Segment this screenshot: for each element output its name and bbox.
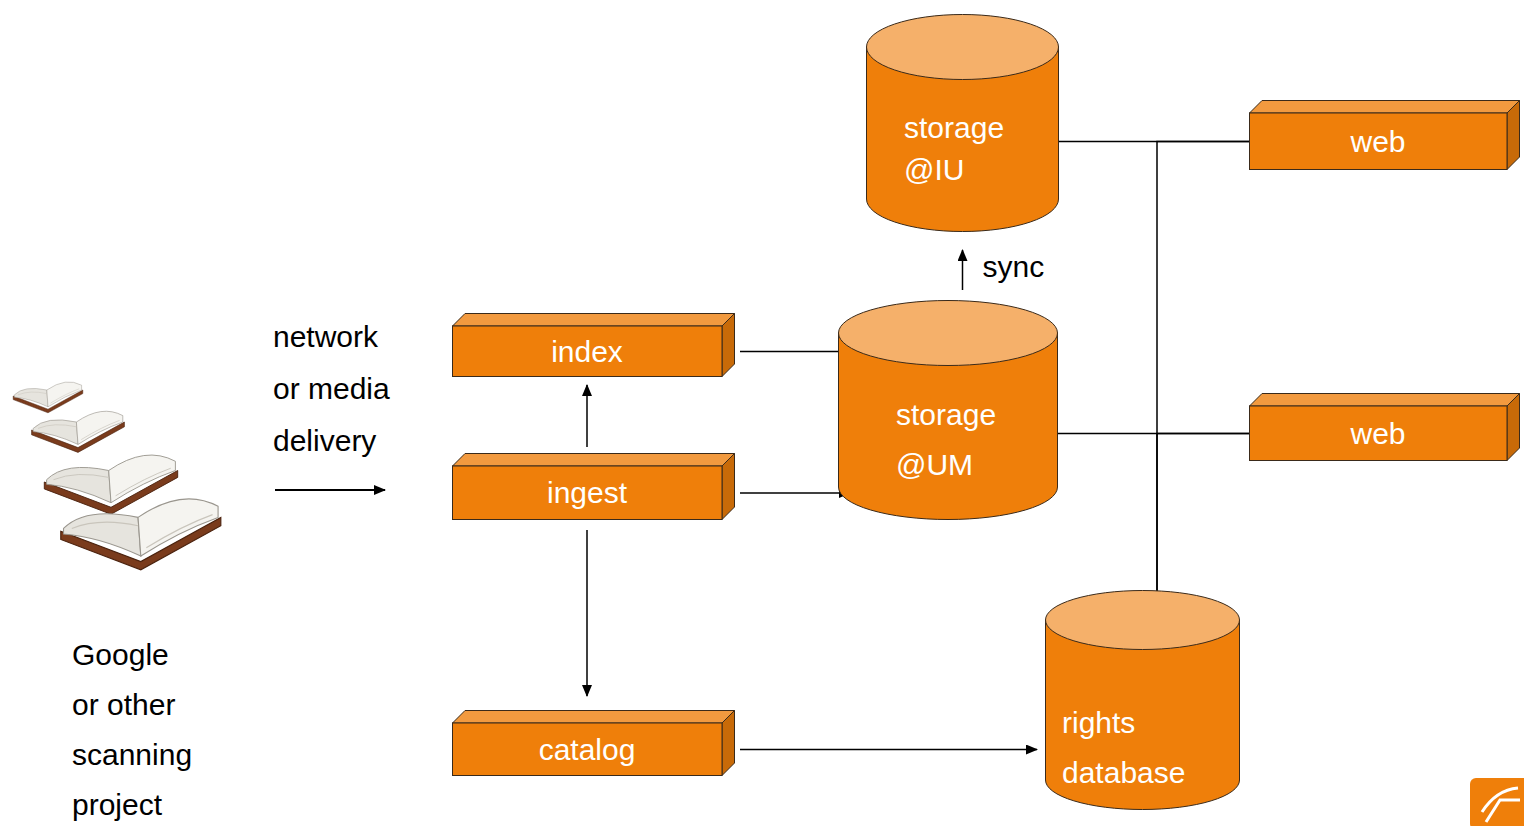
node-label: ingest (547, 476, 627, 510)
node-label: index (551, 335, 623, 369)
storage-cylinder: storage @IU (866, 14, 1059, 232)
process-box: index (452, 313, 735, 377)
connector (740, 351, 850, 353)
node-text-holder: storage @IU (904, 107, 1039, 191)
node-text-holder: ingest (452, 466, 722, 520)
connector (586, 530, 588, 696)
node-label: storage @IU (904, 107, 1039, 191)
text-label: Google or other scanning project (72, 630, 197, 826)
node-label: catalog (539, 733, 636, 767)
input-arrow (275, 489, 385, 491)
node-text-holder: web (1249, 113, 1507, 170)
connector (1157, 142, 1249, 592)
node-label: storage @UM (896, 390, 1036, 490)
connector (740, 492, 850, 494)
connector (740, 749, 1037, 751)
logo-mark (1470, 778, 1524, 826)
process-box: web (1249, 393, 1520, 461)
node-text-holder: index (452, 326, 722, 377)
process-box: ingest (452, 453, 735, 520)
node-text-holder: catalog (452, 723, 722, 776)
edge-label: sync (981, 250, 1047, 284)
node-label: web (1350, 417, 1405, 451)
process-box: web (1249, 100, 1520, 170)
connector (962, 250, 964, 290)
storage-cylinder: rights database (1045, 590, 1240, 810)
node-label: rights database (1062, 698, 1212, 798)
connector (586, 385, 588, 447)
text-label: network or media delivery (273, 311, 408, 467)
node-label: web (1350, 125, 1405, 159)
node-text-holder: rights database (1062, 698, 1212, 798)
storage-cylinder: storage @UM (838, 300, 1058, 520)
books-illustration (13, 382, 221, 570)
node-text-holder: web (1249, 406, 1507, 461)
process-box: catalog (452, 710, 735, 776)
node-text-holder: storage @UM (896, 390, 1036, 490)
connector (1157, 434, 1249, 592)
